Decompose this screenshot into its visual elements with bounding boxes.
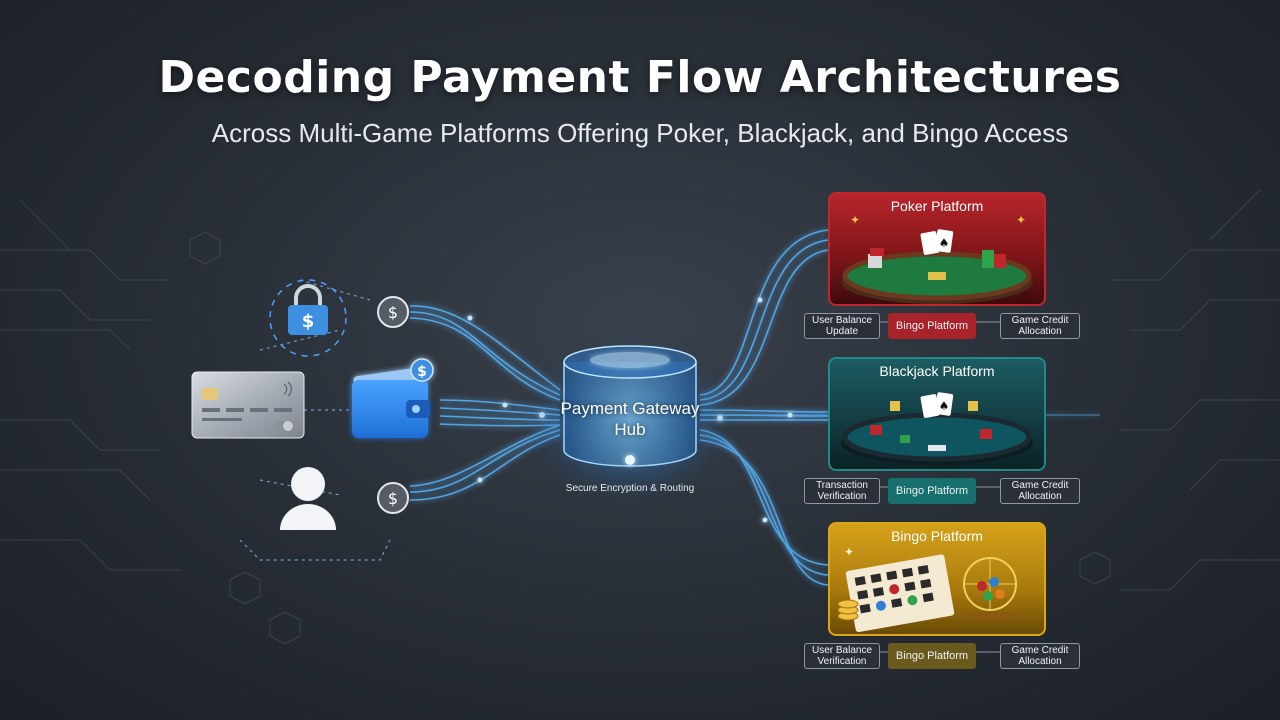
svg-text:$: $ [388,303,398,322]
bingo-ball-cage [963,557,1017,620]
hub-label: Payment Gateway Hub [560,399,700,439]
hub-caption: Secure Encryption & Routing [565,483,695,494]
page-title: Decoding Payment Flow Architectures [158,52,1122,103]
lock-dollar-icon: $ [269,279,347,357]
bingo-platform-title: Bingo Platform [891,528,983,544]
poker-tag-game-credit-allocation: Game Credit Allocation [1000,313,1080,339]
svg-text:$: $ [417,364,427,380]
blackjack-tag-game-credit-allocation: Game Credit Allocation [1000,478,1080,504]
blackjack-platform-title: Blackjack Platform [879,363,995,379]
poker-platform-title: Poker Platform [890,198,984,214]
poker-tag-user-balance-update: User Balance Update [804,313,880,339]
circuit-decoration-right [1079,189,1280,591]
svg-text:♠: ♠ [939,399,950,413]
user-icon [280,467,336,530]
svg-text:♠: ♠ [939,236,950,250]
poker-chip-stack [868,248,1006,268]
blackjack-tag-transaction-verification: Transaction Verification [804,478,880,504]
svg-text:$: $ [302,311,315,332]
svg-text:✦: ✦ [850,213,860,227]
circuit-decoration-left [0,199,301,645]
bingo-tag-game-credit-allocation: Game Credit Allocation [1000,643,1080,669]
bingo-card [845,554,955,632]
poker-tag-bingo-platform: Bingo Platform [888,313,976,339]
page-subtitle: Across Multi-Game Platforms Offering Pok… [211,118,1069,148]
tag-connectors [880,321,1000,653]
bingo-tag-bingo-platform: Bingo Platform [888,643,976,669]
blackjack-platform-card[interactable]: ♠ Blackjack Platform [828,357,1046,471]
blackjack-tag-bingo-platform: Bingo Platform [888,478,976,504]
gold-coins [837,599,859,621]
svg-text:$: $ [388,489,398,508]
wallet-icon: $ [352,358,434,438]
credit-card-icon [191,371,305,439]
bingo-platform-card[interactable]: ✦ Bingo Platform [828,522,1046,636]
svg-text:✦: ✦ [844,545,854,559]
dollar-coin-icon: $ $ [377,296,409,514]
bingo-tag-user-balance-verification: User Balance Verification [804,643,880,669]
blackjack-table-illustration: ♠ [841,392,1033,465]
bingo-illustration: ✦ [837,545,1017,632]
poker-table-illustration: ♠ ✦ ✦ [841,213,1033,304]
payment-gateway-hub[interactable] [520,330,740,510]
poker-platform-card[interactable]: ♠ ✦ ✦ Poker Platform [828,192,1046,306]
svg-text:✦: ✦ [1016,213,1026,227]
